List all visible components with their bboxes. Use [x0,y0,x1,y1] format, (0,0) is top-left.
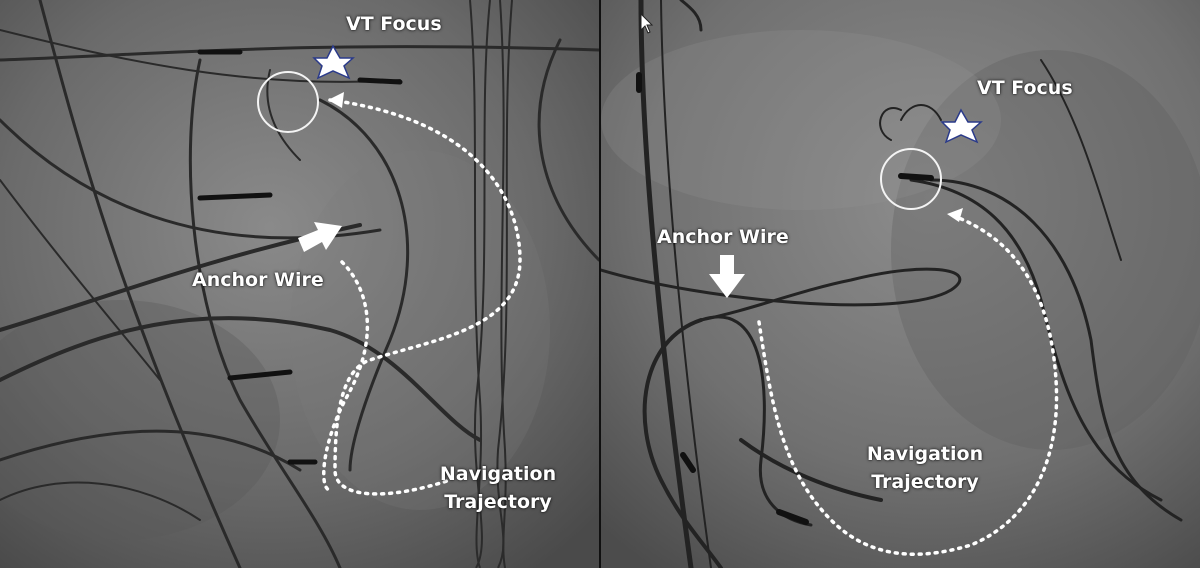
navigation-trajectory-path [757,213,1059,556]
right-fluoroscopy-image [601,0,1200,568]
mouse-cursor-icon [640,12,654,34]
vt-focus-star-icon [312,44,355,80]
left-vt-focus-label: VT Focus [346,13,442,35]
left-fluoroscopy-image [0,0,599,568]
left-anchor-wire-label: Anchor Wire [192,269,324,291]
right-vt-focus-label: VT Focus [977,77,1073,99]
panel-divider [599,0,601,568]
left-navigation-trajectory-label: Navigation Trajectory [430,462,566,514]
anchor-wire-arrow-icon [709,255,745,298]
target-circle-marker [257,71,319,133]
right-fluoroscopy-panel: VT Focus Anchor Wire Navigation Trajecto… [601,0,1200,568]
left-navigation-line1: Navigation [439,463,557,485]
target-circle-marker [880,148,942,210]
right-anchor-wire-label: Anchor Wire [657,226,789,248]
right-navigation-trajectory-label: Navigation Trajectory [857,442,993,494]
vt-focus-star-icon [940,108,983,144]
right-navigation-line2: Trajectory [871,471,979,493]
left-fluoroscopy-panel: VT Focus Anchor Wire Navigation Trajecto… [0,0,599,568]
left-navigation-line2: Trajectory [444,491,552,513]
right-navigation-line1: Navigation [866,443,984,465]
anchor-wire-arrow-icon [298,222,342,252]
navigation-trajectory-path [328,98,522,496]
